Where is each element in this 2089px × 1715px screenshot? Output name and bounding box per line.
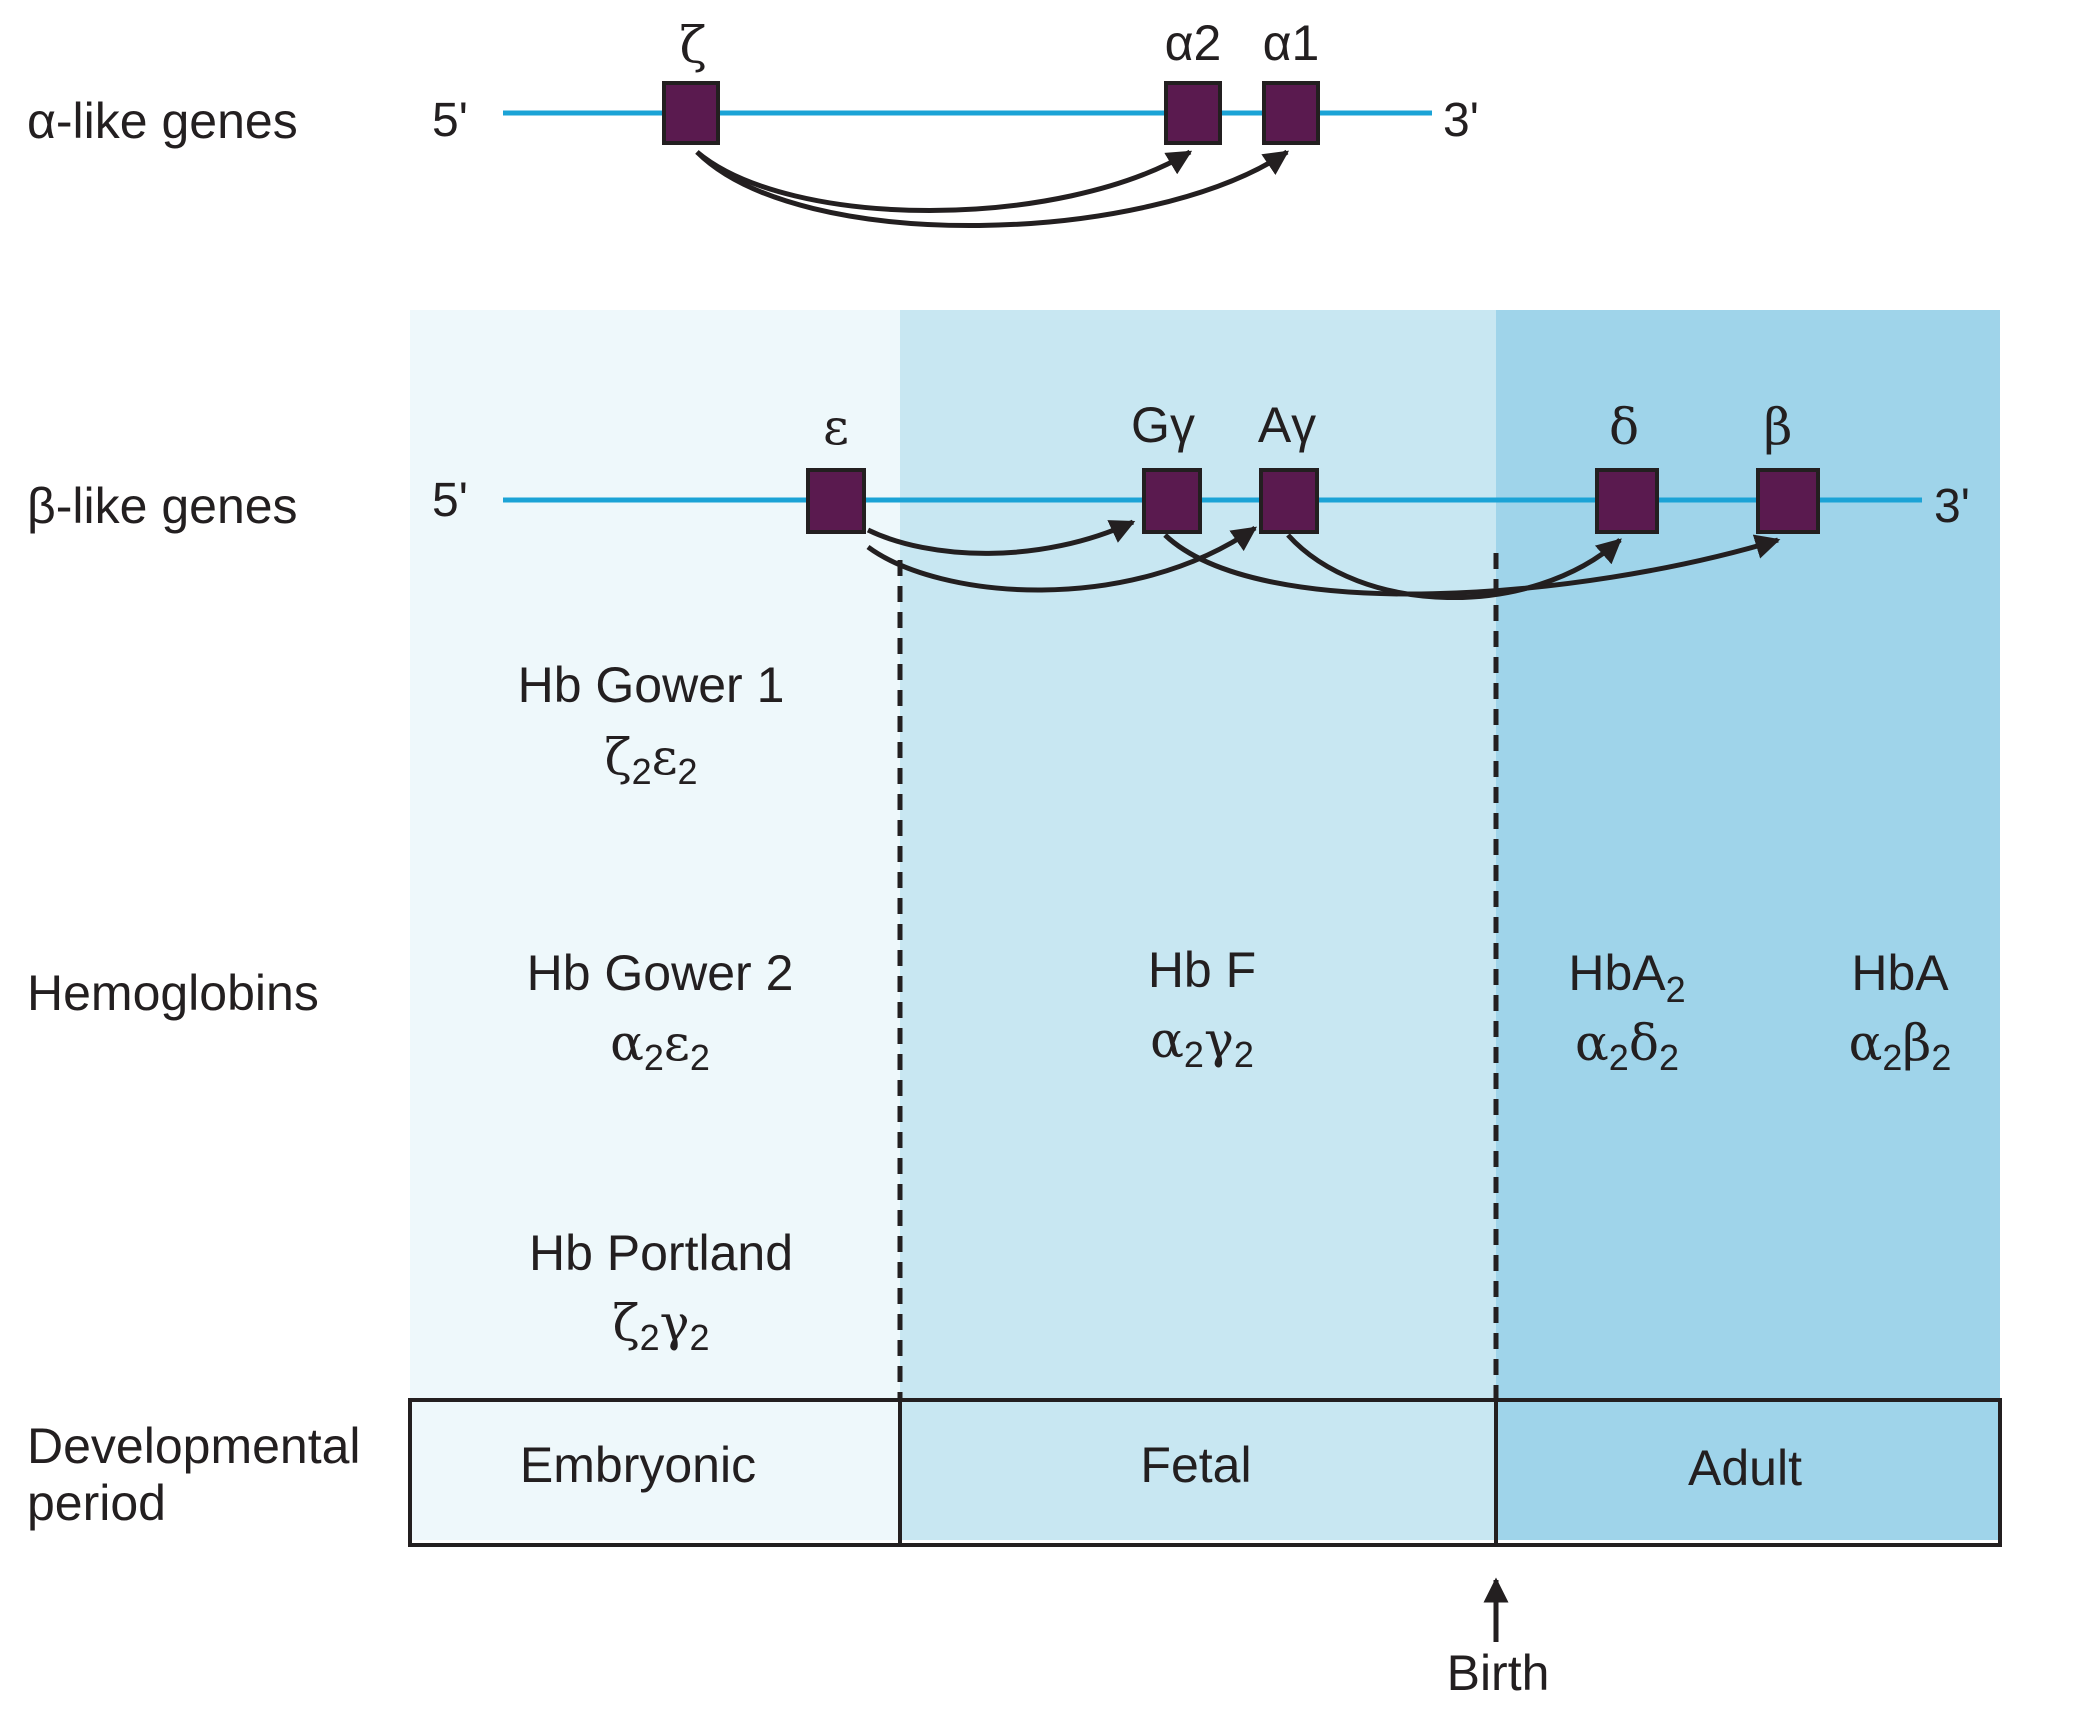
zeta-to-alpha2-arrow (695, 149, 1193, 213)
g-gamma-to-beta-arrow (1163, 533, 1781, 597)
hemoglobins-label: Hemoglobins (27, 965, 319, 1021)
epsilon-gene-box (806, 468, 866, 534)
beta-like-genes-label: β-like genes (27, 478, 298, 534)
adult-region (1496, 310, 2000, 1540)
birth-label: Birth (1447, 1645, 1550, 1701)
hb-f-formula: α2γ2 (1150, 1011, 1254, 1075)
hb-gower2-name: Hb Gower 2 (527, 945, 794, 1001)
developmental-period-label-line2: period (27, 1475, 166, 1531)
g-gamma-gene-label: Gγ (1131, 397, 1195, 453)
hb-a-formula: α2β2 (1849, 1014, 1952, 1078)
epsilon-gene-label: ε (823, 398, 849, 456)
beta-gene-label: β (1764, 398, 1793, 456)
delta-gene-label: δ (1609, 398, 1639, 456)
alpha2-gene-box (1164, 81, 1222, 145)
beta-three-prime: 3' (1934, 480, 1970, 533)
epsilon-to-g-gamma-arrow (866, 519, 1136, 556)
zeta-gene-label: ζ (679, 16, 706, 74)
alpha-five-prime: 5' (432, 94, 468, 147)
beta-gene-box (1756, 468, 1820, 534)
hb-portland-name: Hb Portland (529, 1225, 793, 1281)
hb-a2-name: HbA2 (1568, 945, 1685, 1010)
beta-five-prime: 5' (432, 474, 468, 527)
hb-f-name: Hb F (1148, 942, 1256, 998)
hb-a-name: HbA (1851, 945, 1949, 1001)
developmental-period-bar (408, 1398, 2002, 1547)
g-gamma-gene-box (1142, 468, 1202, 534)
alpha-three-prime: 3' (1443, 94, 1479, 147)
alpha1-gene-box (1262, 81, 1320, 145)
alpha-like-genes-label: α-like genes (27, 93, 298, 149)
hb-portland-formula: ζ2γ2 (612, 1294, 709, 1358)
zeta-gene-box (662, 81, 720, 145)
hb-gower1-formula: ζ2ε2 (604, 728, 697, 792)
a-gamma-gene-box (1259, 468, 1319, 534)
delta-gene-box (1595, 468, 1659, 534)
zeta-to-alpha1-arrow (695, 149, 1290, 228)
period-adult: Adult (1688, 1440, 1802, 1496)
developmental-period-label-line1: Developmental (27, 1418, 361, 1474)
alpha1-gene-label: α1 (1263, 15, 1320, 71)
hb-gower2-formula: α2ε2 (610, 1014, 710, 1078)
period-embryonic: Embryonic (520, 1437, 756, 1493)
hb-a2-formula: α2δ2 (1575, 1014, 1679, 1078)
hb-gower1-name: Hb Gower 1 (518, 657, 785, 713)
alpha2-gene-label: α2 (1165, 15, 1222, 71)
a-gamma-to-delta-arrow (1286, 533, 1622, 600)
period-fetal: Fetal (1140, 1437, 1251, 1493)
a-gamma-gene-label: Aγ (1258, 397, 1316, 453)
